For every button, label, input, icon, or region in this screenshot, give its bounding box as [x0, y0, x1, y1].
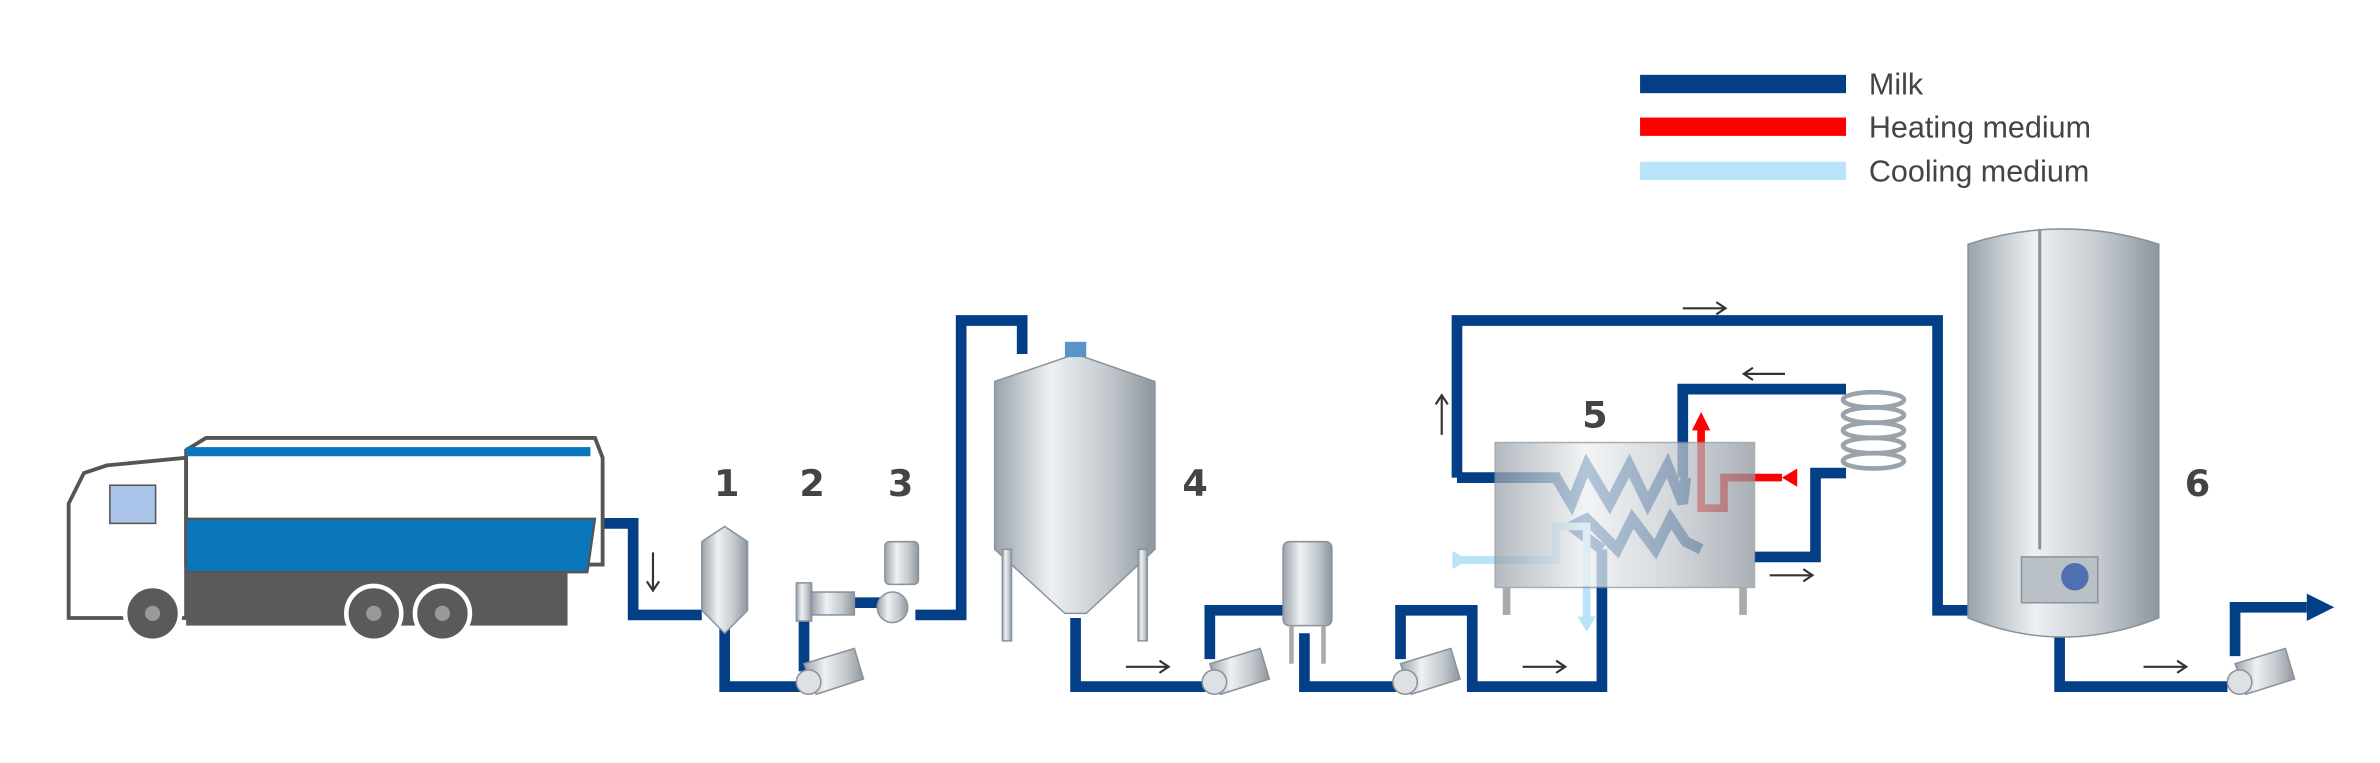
- arrow-right-icon: [1769, 568, 1815, 583]
- balance-tank: [1282, 540, 1333, 664]
- legend-swatch-cooling: [1640, 161, 1847, 181]
- plate-heat-exchanger-5: [1494, 441, 1756, 615]
- station-number-1: 1: [714, 462, 739, 505]
- flow-arrows: [645, 301, 2189, 674]
- station-numbers: 1 2 3 4 5 6: [714, 393, 2210, 505]
- legend-swatch-heating: [1640, 117, 1847, 136]
- station-number-2: 2: [799, 462, 824, 505]
- pump: [795, 647, 865, 696]
- filter-2: [795, 582, 856, 622]
- milk-tanker-truck: [66, 436, 605, 644]
- legend-swatch-milk: [1640, 74, 1847, 94]
- arrow-left-icon: [1741, 366, 1785, 381]
- arrow-right-icon: [1125, 659, 1171, 674]
- flow-meter-3: [876, 540, 920, 624]
- pump: [1392, 647, 1461, 696]
- holding-coil: [1840, 389, 1907, 471]
- cooling-in-arrow-icon: [1452, 550, 1468, 570]
- deaerator-tank-1: [701, 525, 749, 635]
- arrow-right-icon: [2143, 659, 2189, 674]
- storage-tank-6: [1967, 228, 2160, 638]
- legend-label-cooling: Cooling medium: [1869, 155, 2089, 189]
- arrow-right-icon: [1682, 301, 1728, 316]
- legend-label-milk: Milk: [1869, 68, 1924, 102]
- legend-label-heating: Heating medium: [1869, 110, 2091, 144]
- station-number-3: 3: [888, 462, 913, 505]
- silo-tank-4: [993, 341, 1156, 642]
- pump: [1201, 647, 1271, 696]
- station-number-6: 6: [2185, 462, 2210, 505]
- heating-in-arrow-icon: [1781, 468, 1798, 487]
- arrow-up-icon: [1434, 393, 1449, 435]
- station-number-4: 4: [1182, 462, 1207, 505]
- arrow-down-icon: [645, 552, 660, 593]
- outlet-arrow-icon: [2306, 593, 2335, 622]
- pump: [2226, 647, 2296, 696]
- arrow-right-icon: [1522, 659, 1568, 674]
- cooling-out-arrow-icon: [1577, 616, 1596, 632]
- legend: Milk Heating medium Cooling medium: [1640, 68, 2091, 189]
- heating-up-arrow-icon: [1691, 412, 1711, 431]
- station-number-5: 5: [1582, 393, 1607, 436]
